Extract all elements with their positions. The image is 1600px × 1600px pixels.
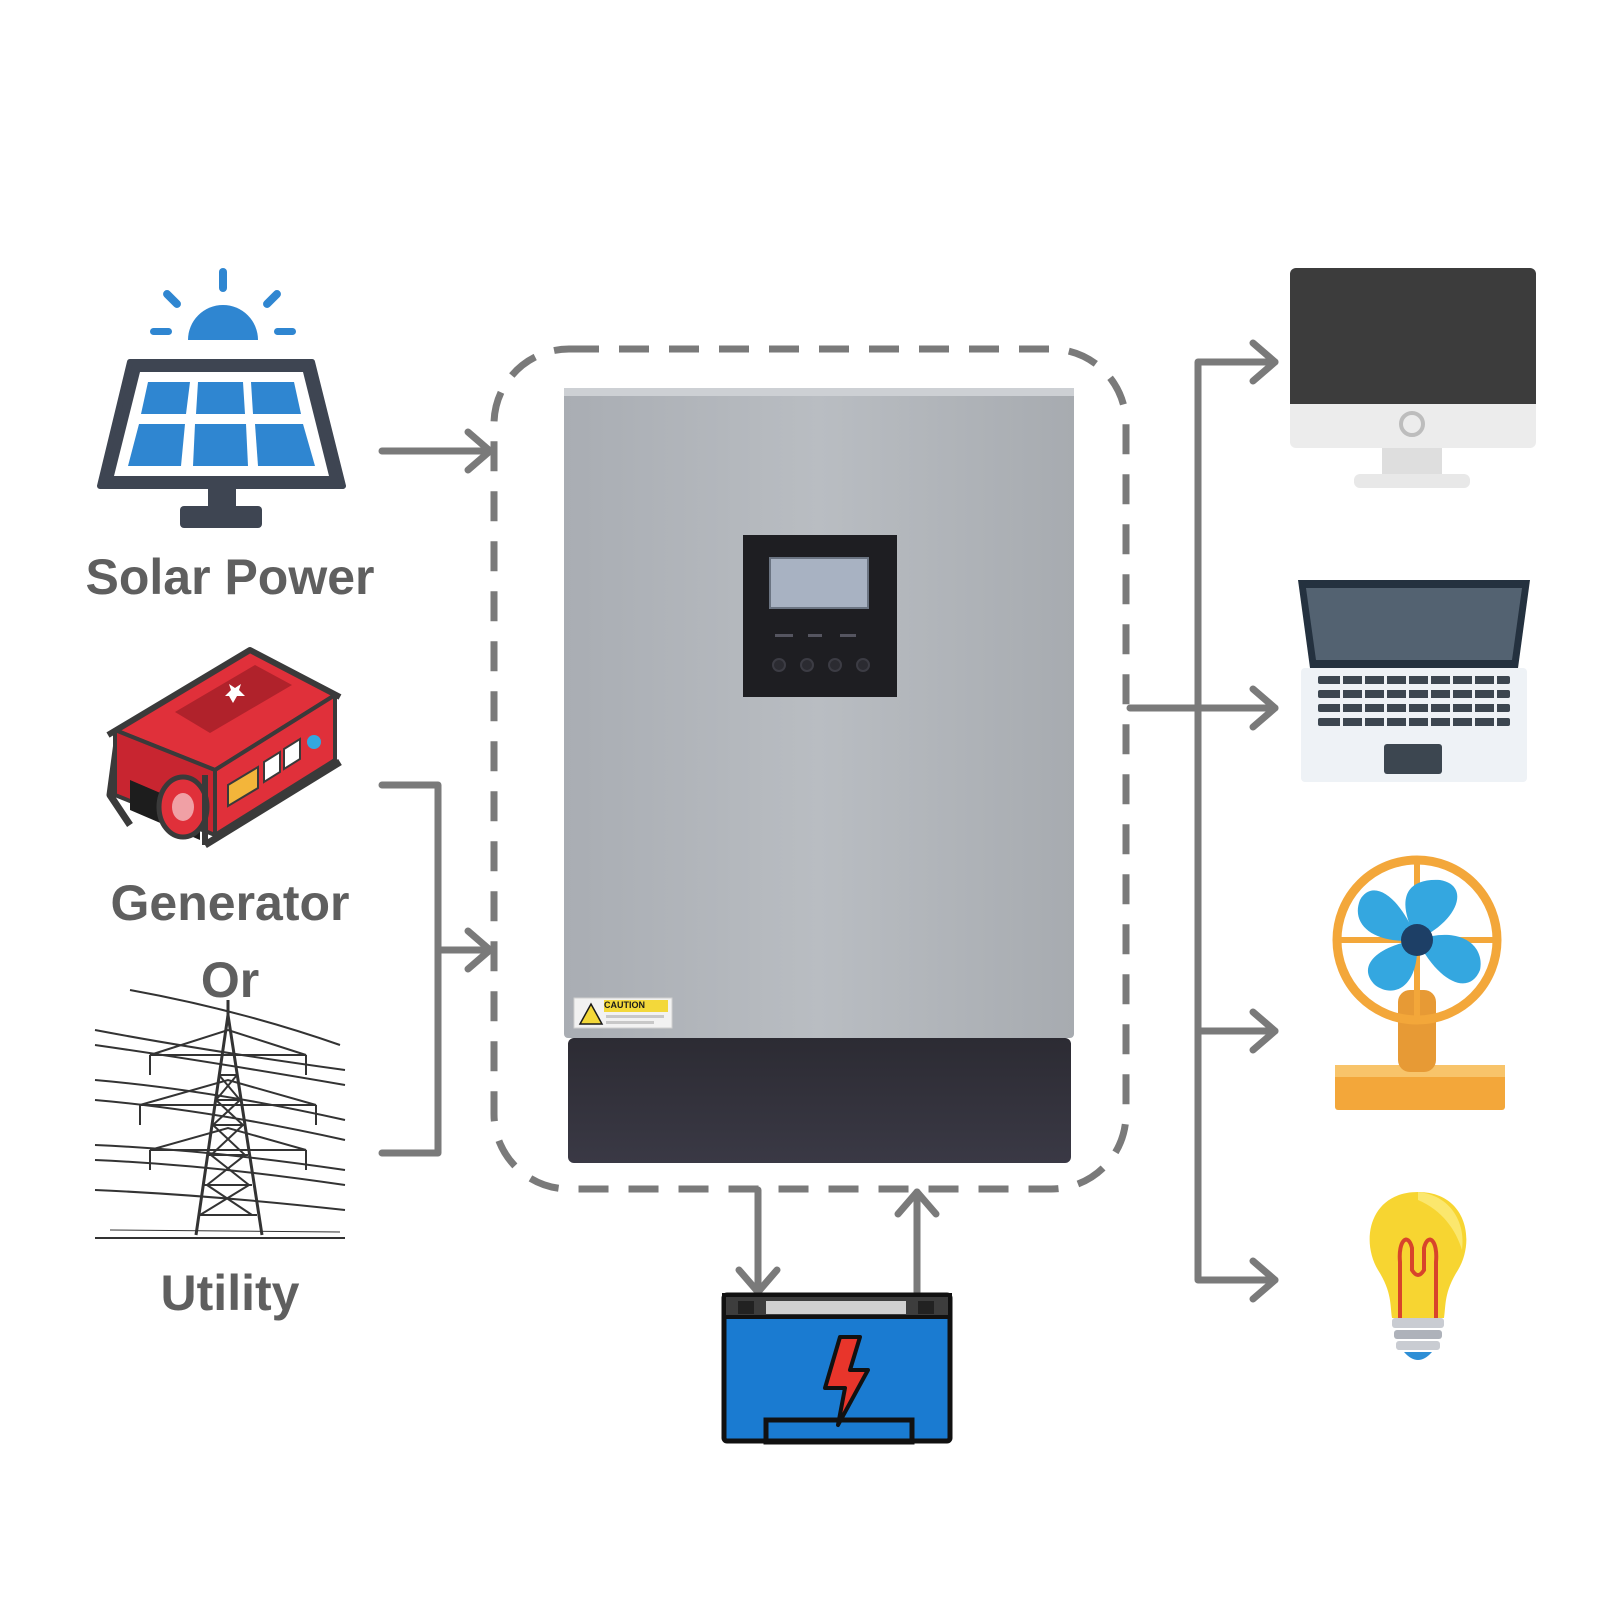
monitor-icon	[1290, 268, 1536, 488]
inverter-display-panel	[743, 535, 897, 697]
utility-label: Utility	[160, 1265, 300, 1321]
solar-input-arrow	[378, 428, 494, 474]
or-label: Or	[200, 952, 260, 1008]
generator-utility-input-bracket	[378, 781, 494, 1157]
battery-icon	[721, 1292, 953, 1445]
output-distribution-arrows	[1126, 339, 1279, 1303]
generator-icon	[106, 647, 342, 848]
battery-charge-arrows	[735, 1186, 940, 1296]
power-tower-icon	[94, 989, 346, 1239]
caution-label	[573, 997, 673, 1029]
inverter-unit	[564, 388, 1074, 1163]
inverter-dashed-enclosure	[490, 345, 1130, 1193]
laptop-icon	[1298, 580, 1530, 782]
light-bulb-icon	[1369, 1192, 1467, 1360]
caution-text: CAUTION	[604, 1000, 645, 1010]
solar-power-label: Solar Power	[85, 549, 375, 605]
fan-icon	[1332, 855, 1505, 1110]
solar-panel-icon	[97, 268, 346, 528]
generator-label: Generator	[110, 875, 350, 931]
